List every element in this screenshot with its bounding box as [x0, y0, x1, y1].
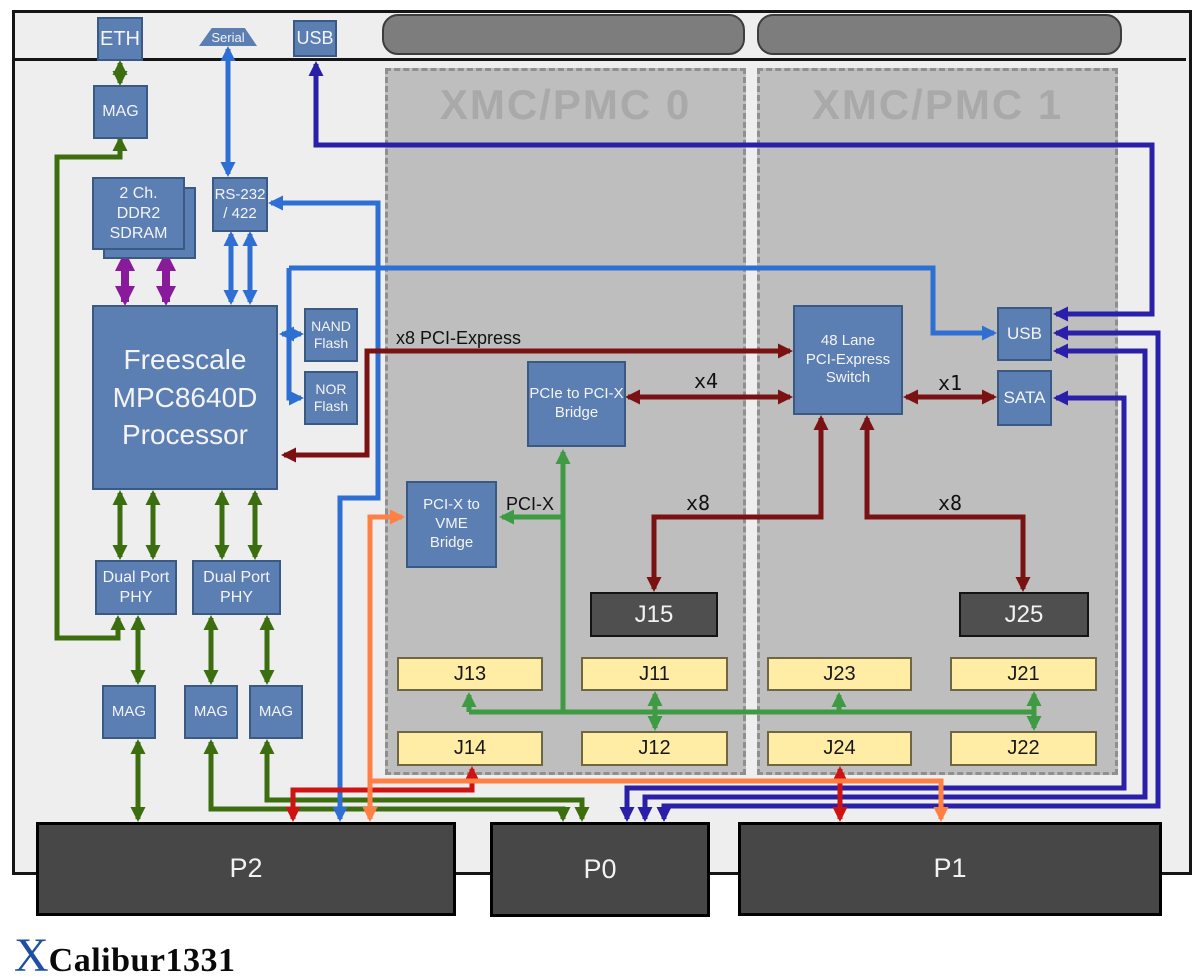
p2-connector: P2	[36, 822, 456, 916]
j21-connector: J21	[950, 657, 1097, 691]
label-x8-pcie: x8 PCI-Express	[396, 328, 522, 348]
front-bezel-2	[757, 14, 1122, 55]
nand-flash: NAND Flash	[304, 308, 358, 362]
label-x8-j15: x8	[686, 491, 711, 515]
ddr2-sdram: 2 Ch. DDR2 SDRAM	[92, 177, 185, 250]
j11-connector: J11	[581, 657, 728, 691]
label-pcix: PCI-X	[506, 494, 555, 514]
mpc8640d-processor: Freescale MPC8640D Processor	[92, 305, 278, 490]
xmc-pmc-0-title: XMC/PMC 0	[439, 81, 692, 128]
mag-transformer-2: MAG	[184, 685, 238, 739]
mag-transformer-top: MAG	[93, 85, 148, 139]
usb-controller: USB	[997, 307, 1052, 361]
j13-connector: J13	[397, 657, 543, 691]
front-panel-divider	[12, 58, 1186, 61]
j15-connector: J15	[590, 592, 718, 637]
pcix-to-vme-bridge: PCI-X to VME Bridge	[406, 481, 497, 568]
eth-connector: ETH	[97, 17, 143, 61]
j12-connector: J12	[581, 731, 728, 766]
front-bezel-1	[382, 14, 745, 55]
dual-port-phy-1: Dual Port PHY	[95, 560, 177, 615]
nor-flash: NOR Flash	[304, 371, 358, 425]
usb-front-connector: USB	[293, 20, 337, 57]
rs232-422-transceiver: RS-232 / 422	[212, 177, 268, 232]
label-x1: x1	[938, 371, 963, 395]
label-x4: x4	[694, 369, 719, 393]
logo-text: Calibur1331	[48, 942, 236, 979]
label-x8-j25: x8	[938, 491, 963, 515]
mag-transformer-3: MAG	[249, 685, 303, 739]
j24-connector: J24	[767, 731, 912, 766]
p0-connector: P0	[490, 822, 710, 917]
j25-connector: J25	[959, 592, 1089, 637]
pcie-switch: 48 Lane PCI-Express Switch	[793, 305, 903, 415]
pcie-to-pcix-bridge: PCIe to PCI-X Bridge	[527, 361, 626, 447]
j22-connector: J22	[950, 731, 1097, 766]
mag-transformer-1: MAG	[102, 685, 156, 739]
j23-connector: J23	[767, 657, 912, 691]
dual-port-phy-2: Dual Port PHY	[192, 560, 281, 615]
j14-connector: J14	[397, 731, 543, 766]
serial-connector: Serial	[199, 28, 257, 46]
logo: XCalibur1331	[14, 928, 236, 980]
logo-x: X	[14, 929, 49, 980]
p1-connector: P1	[738, 822, 1162, 916]
sata-controller: SATA	[997, 370, 1052, 426]
xmc-pmc-1-title: XMC/PMC 1	[811, 81, 1064, 128]
